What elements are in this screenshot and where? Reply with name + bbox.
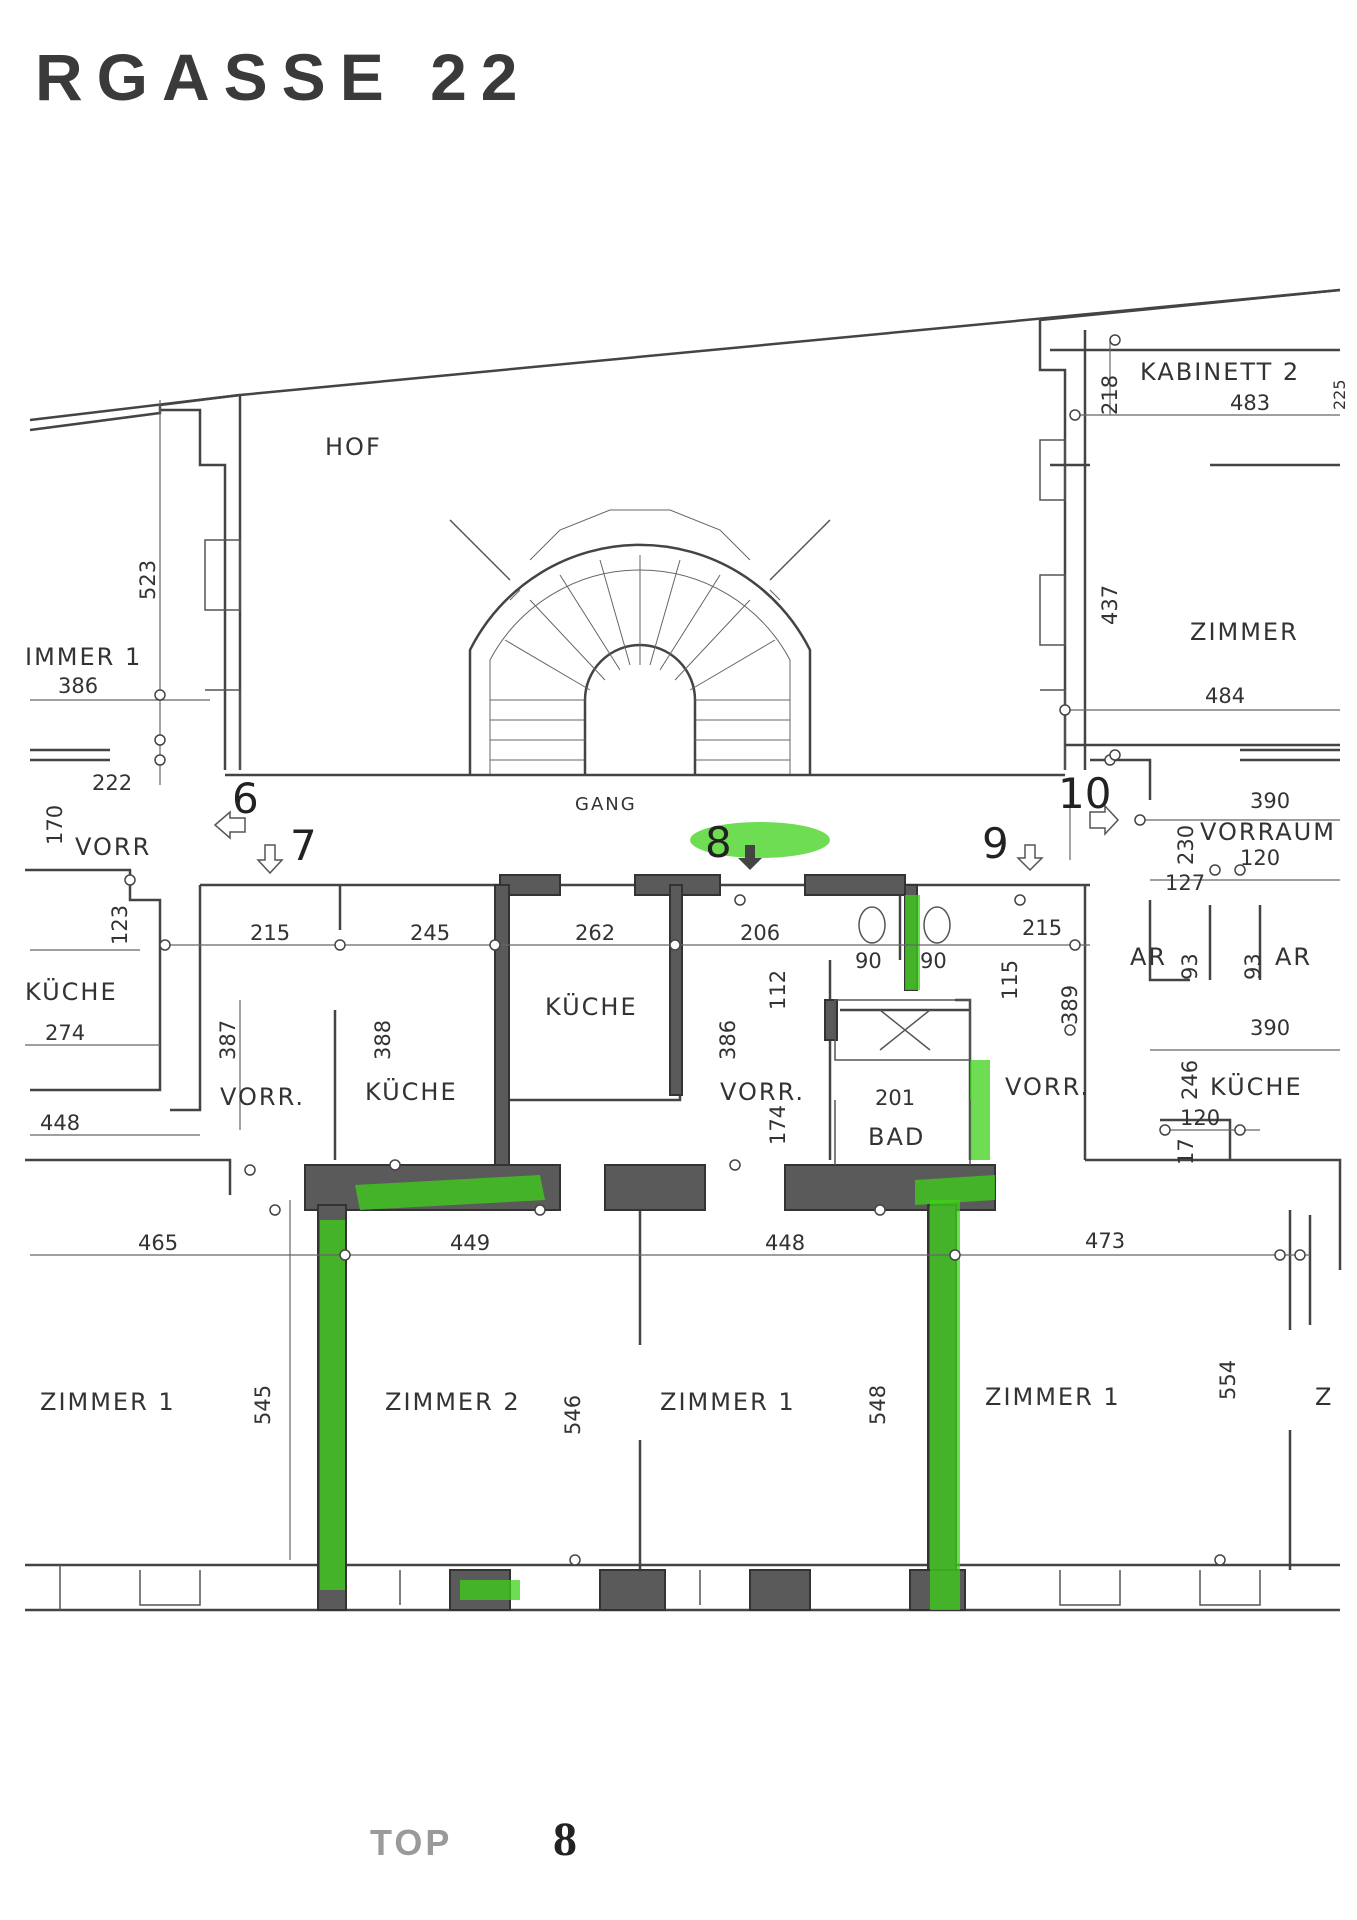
dim-170: 170 (43, 805, 67, 845)
dim-546: 546 (561, 1395, 585, 1435)
unit-number-7: 7 (290, 821, 317, 870)
unit-number-6: 6 (232, 774, 259, 823)
room-ar-2: AR (1275, 943, 1312, 971)
dim-386-b: 386 (716, 1020, 740, 1060)
dim-449: 449 (450, 1231, 490, 1255)
unit-arrows (213, 804, 1120, 875)
footer-top-label: TOP (370, 1822, 452, 1863)
dim-245: 245 (410, 921, 450, 945)
dim-246: 246 (1178, 1060, 1202, 1100)
dim-127: 127 (1165, 871, 1205, 895)
dim-523: 523 (136, 560, 160, 600)
room-vorr-left: VORR (75, 833, 151, 861)
dim-90-a: 90 (855, 949, 882, 973)
room-kueche-far-left: KÜCHE (25, 977, 118, 1006)
dim-225: 225 (1330, 379, 1349, 410)
dim-448-a: 448 (40, 1111, 80, 1135)
room-bad: BAD (868, 1123, 925, 1151)
room-vorr-a: VORR. (220, 1083, 305, 1111)
unit-number-9: 9 (982, 819, 1009, 868)
dim-206: 206 (740, 921, 780, 945)
room-zimmer-2: ZIMMER 2 (385, 1388, 521, 1416)
room-zimmer-1-a: ZIMMER 1 (40, 1388, 176, 1416)
dim-120-a: 120 (1240, 846, 1280, 870)
room-kueche-left: KÜCHE (365, 1077, 458, 1106)
dim-465: 465 (138, 1231, 178, 1255)
dim-548: 548 (866, 1385, 890, 1425)
dim-174: 174 (766, 1105, 790, 1145)
dim-390-b: 390 (1250, 1016, 1290, 1040)
dim-483: 483 (1230, 391, 1270, 415)
room-kueche-center: KÜCHE (545, 992, 638, 1021)
dim-218: 218 (1098, 375, 1122, 415)
room-vorr-c: VORR. (1005, 1073, 1090, 1101)
measurement-nodes (124, 334, 1306, 1566)
dim-123: 123 (108, 905, 132, 945)
dim-93-b: 93 (1241, 953, 1265, 980)
dim-473: 473 (1085, 1229, 1125, 1253)
room-ar-1: AR (1130, 943, 1167, 971)
dim-389: 389 (1058, 985, 1082, 1025)
dim-201: 201 (875, 1086, 915, 1110)
green-highlight (320, 822, 995, 1610)
dim-222: 222 (92, 771, 132, 795)
dim-112: 112 (766, 970, 790, 1010)
room-vorr-b: VORR. (720, 1078, 805, 1106)
dim-386-a: 386 (58, 674, 98, 698)
title: RGASSE 22 (35, 40, 531, 114)
dim-545: 545 (251, 1385, 275, 1425)
bathroom-fixtures (834, 906, 971, 1165)
room-z-edge: Z (1315, 1383, 1333, 1411)
dim-262: 262 (575, 921, 615, 945)
dim-90-b: 90 (920, 949, 947, 973)
dim-388: 388 (371, 1020, 395, 1060)
room-zimmer-top-right: ZIMMER (1190, 618, 1299, 646)
room-vorraum-right: VORRAUM (1200, 818, 1336, 846)
room-zimmer-1-b: ZIMMER 1 (660, 1388, 796, 1416)
dim-554: 554 (1216, 1360, 1240, 1400)
dim-230: 230 (1174, 825, 1198, 865)
heavy-walls (304, 874, 996, 1611)
unit-number-8: 8 (705, 818, 732, 867)
room-kueche-right: KÜCHE (1210, 1072, 1303, 1101)
room-kabinett-2: KABINETT 2 (1140, 358, 1300, 386)
dim-115: 115 (998, 960, 1022, 1000)
dimension-lines (25, 340, 1340, 1560)
room-gang: GANG (575, 794, 637, 815)
dim-437: 437 (1098, 585, 1122, 625)
facade-bottom (25, 1563, 1340, 1612)
dim-120-b: 120 (1180, 1106, 1220, 1130)
footer-top-number: 8 (553, 1813, 577, 1866)
dim-215-a: 215 (250, 921, 290, 945)
room-zimmer-1-c: ZIMMER 1 (985, 1383, 1121, 1411)
unit-number-10: 10 (1058, 769, 1111, 818)
dim-390-a: 390 (1250, 789, 1290, 813)
room-zimmer-1-top-left: IMMER 1 (25, 643, 142, 671)
dim-274: 274 (45, 1021, 85, 1045)
dim-387: 387 (216, 1020, 240, 1060)
dim-484: 484 (1205, 684, 1245, 708)
building-outline (29, 288, 1341, 770)
dim-215-b: 215 (1022, 916, 1062, 940)
dim-93-a: 93 (1178, 953, 1202, 980)
dim-448-b: 448 (765, 1231, 805, 1255)
staircase (449, 509, 831, 775)
room-hof: HOF (325, 433, 382, 461)
dim-17: 17 (1174, 1138, 1198, 1165)
